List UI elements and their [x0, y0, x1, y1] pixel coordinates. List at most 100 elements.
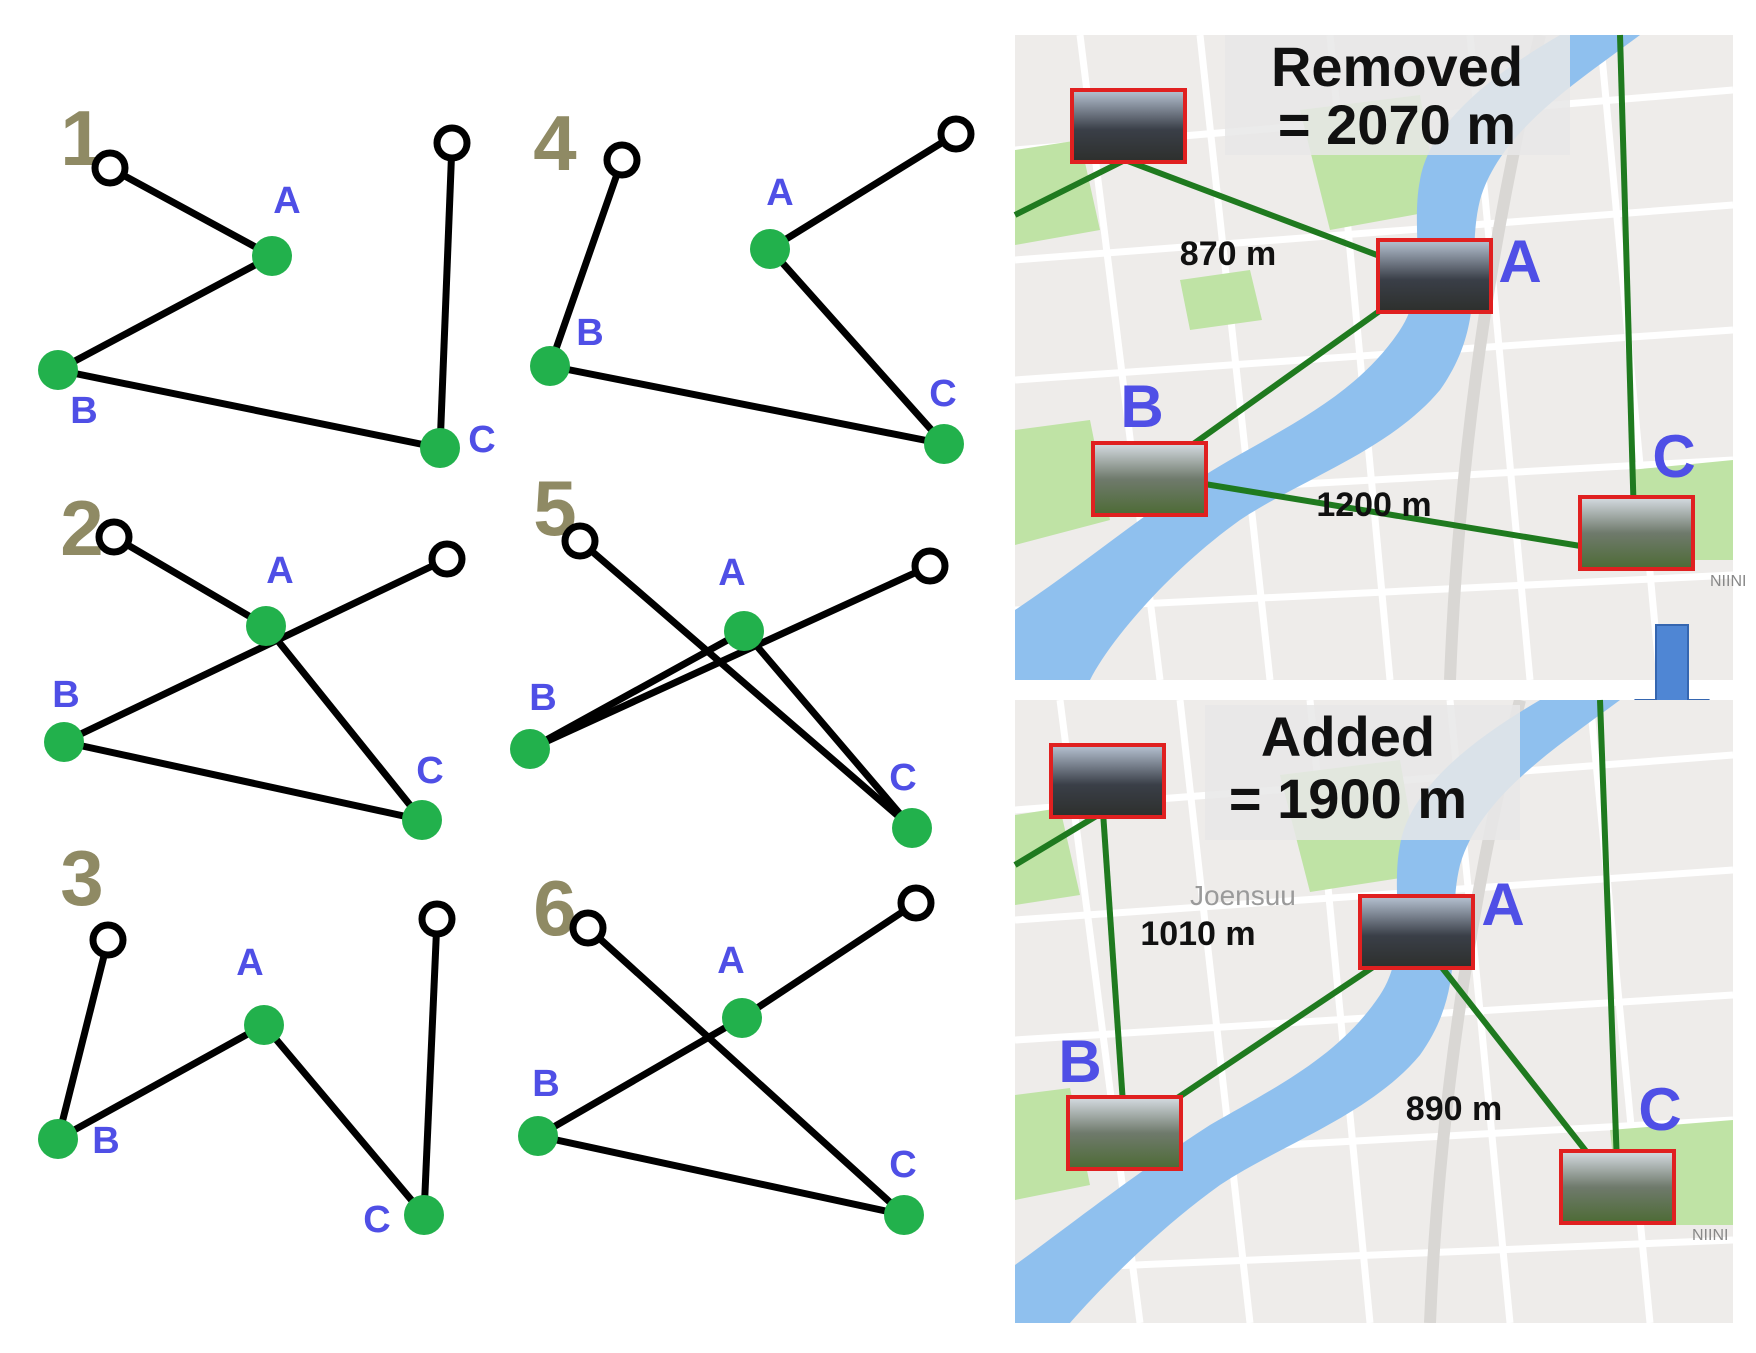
panel-3: 3A B C: [38, 834, 456, 1241]
endpoint-node: [937, 115, 975, 153]
photo-markers: [1070, 88, 1695, 571]
endpoint-node: [89, 921, 127, 959]
edge-b-e2: [528, 562, 932, 753]
map-title-line1: Added: [1261, 705, 1435, 768]
edge-b-e2: [62, 555, 449, 746]
node-label-b: B: [532, 1063, 559, 1105]
node-a: [244, 1005, 284, 1045]
distance-label: 1010 m: [1140, 915, 1255, 953]
map-label-b: B: [1120, 373, 1163, 440]
edge-a-c: [261, 1022, 427, 1218]
node-b: [38, 350, 78, 390]
edge-b-a: [536, 1014, 744, 1140]
edge-e1-b: [54, 939, 112, 1140]
node-c: [892, 808, 932, 848]
node-label-b: B: [576, 312, 603, 354]
distance-label: 890 m: [1406, 1090, 1502, 1128]
edge-c-a: [767, 246, 947, 447]
node-label-c: C: [889, 1144, 916, 1186]
title-backdrop: [1225, 35, 1570, 155]
map-place-label: NIINI: [1710, 573, 1746, 590]
endpoint-node: [428, 540, 466, 578]
node-label-c: C: [929, 373, 956, 415]
map-label-a: A: [1498, 228, 1541, 295]
map-place-label: NIINI: [1692, 1227, 1728, 1244]
node-label-a: A: [236, 942, 263, 984]
edge-e1-a: [112, 533, 268, 630]
endpoint-node: [911, 547, 949, 585]
node-b: [44, 722, 84, 762]
node-c: [402, 800, 442, 840]
edge-a-b: [56, 252, 274, 374]
panel-number: 4: [533, 99, 576, 187]
node-b: [530, 346, 570, 386]
endpoint-node: [433, 124, 471, 162]
panel-number: 6: [533, 864, 576, 952]
edge-e1-c: [585, 925, 907, 1218]
distance-label: 870 m: [1180, 235, 1276, 273]
edge-e1-c: [577, 538, 915, 831]
edge-e1-b: [546, 158, 626, 368]
photo-b: [1091, 441, 1208, 517]
node-c: [420, 428, 460, 468]
edge-a-e2: [740, 900, 918, 1021]
map-label-a: A: [1481, 871, 1524, 938]
photo-a: [1358, 894, 1475, 970]
node-label-b: B: [52, 674, 79, 716]
map-title-line2: = 1900 m: [1229, 767, 1467, 830]
node-label-c: C: [468, 419, 495, 461]
endpoint-node: [897, 884, 935, 922]
edge-e1-a: [108, 164, 274, 260]
title-backdrop: [1205, 705, 1520, 840]
photo-start: [1049, 743, 1166, 819]
endpoint-node: [418, 900, 456, 938]
node-c: [884, 1195, 924, 1235]
map-label-c: C: [1638, 1076, 1681, 1143]
endpoint-node: [91, 149, 129, 187]
map-place-label: Joensuu: [1190, 880, 1296, 911]
edge-c-e2: [436, 142, 456, 449]
node-a: [246, 606, 286, 646]
endpoint-node: [561, 522, 599, 560]
edge-b-a: [56, 1021, 266, 1143]
photo-b: [1066, 1095, 1183, 1171]
photo-c: [1578, 495, 1695, 571]
map-river: [1015, 35, 1640, 680]
endpoint-node: [569, 909, 607, 947]
node-label-b: B: [529, 677, 556, 719]
endpoint-node: [603, 141, 641, 179]
edge-b-c: [549, 362, 945, 448]
map-added-panel: Joensuu Added = 1900 m 1010 m 890 m A B …: [1013, 699, 1733, 1323]
node-c: [924, 424, 964, 464]
node-label-c: C: [363, 1199, 390, 1241]
map-label-b: B: [1058, 1028, 1101, 1095]
edge-a-c: [263, 623, 425, 823]
node-label-a: A: [718, 552, 745, 594]
edge-a-e2: [768, 131, 958, 252]
map-removed-panel: Removed = 2070 m 870 m 1200 m A B C NIIN…: [1013, 34, 1746, 680]
node-label-b: B: [70, 390, 97, 432]
edge-c-a: [741, 628, 915, 831]
node-a: [724, 611, 764, 651]
node-label-a: A: [717, 940, 744, 982]
node-b: [518, 1116, 558, 1156]
node-label-c: C: [889, 757, 916, 799]
node-label-a: A: [273, 180, 300, 222]
node-b: [510, 729, 550, 769]
endpoint-node: [95, 518, 133, 556]
node-c: [404, 1195, 444, 1235]
node-a: [750, 229, 790, 269]
edge-c-b: [63, 738, 423, 824]
distance-label: 1200 m: [1316, 486, 1431, 524]
node-label-a: A: [266, 550, 293, 592]
node-a: [722, 998, 762, 1038]
photo-a: [1376, 238, 1493, 314]
node-label-b: B: [92, 1120, 119, 1162]
panel-number: 3: [60, 834, 103, 922]
